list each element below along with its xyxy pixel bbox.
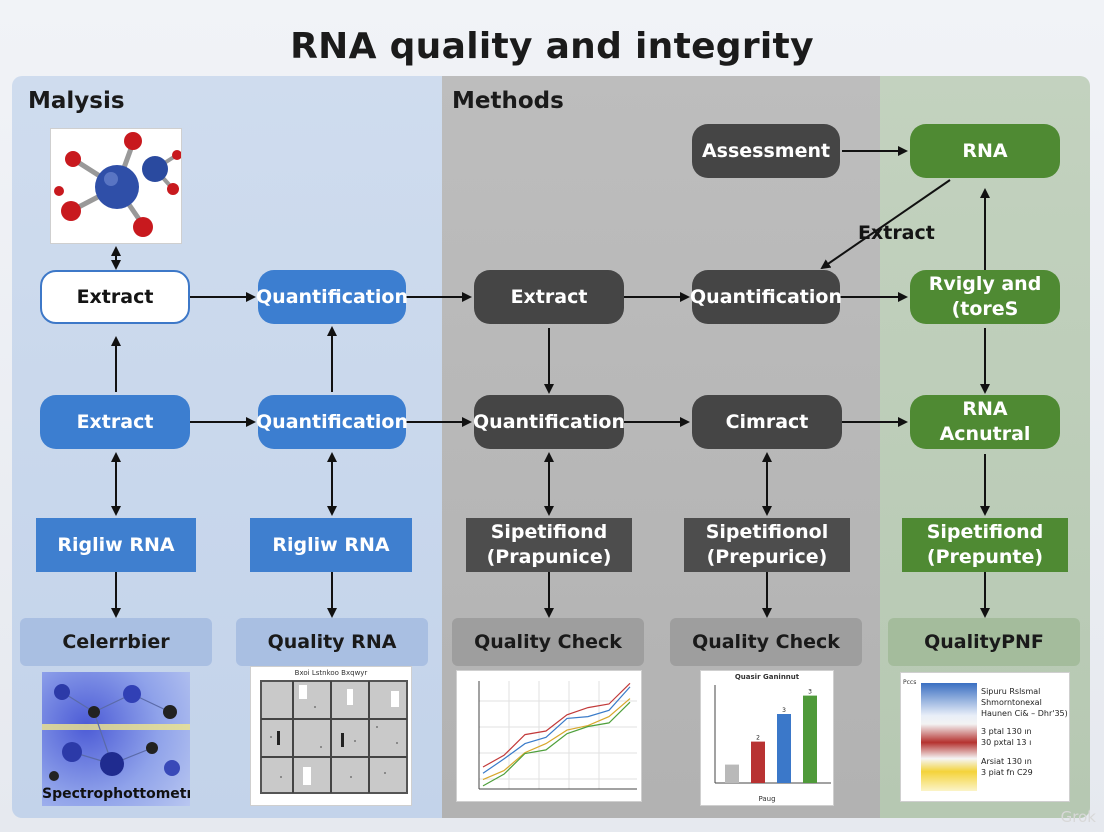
node-row1-1: Extract xyxy=(40,270,190,324)
line-series-container xyxy=(482,682,631,787)
node-row2-4: Cimract xyxy=(692,395,842,449)
node-rna-top: RNA xyxy=(910,124,1060,178)
bar-label-4: 3 xyxy=(808,689,812,696)
node-row2-2: Quantification xyxy=(256,395,408,449)
thumb-color-legend: Pccs Sipuru Rslsmal Shmorntonexal Haunen… xyxy=(900,672,1070,802)
legend-line-2: Shmorntonexal xyxy=(981,697,1042,707)
node-row3-4: Sipetifionol (Prepurice) xyxy=(684,518,850,572)
thumb-spectrophotometry: Spectrophottometry xyxy=(42,672,190,806)
category-2: Quality RNA xyxy=(236,618,428,666)
bar-chart-xlabel: Paug xyxy=(758,795,776,803)
bar-chart-title: Quasir Ganinnut xyxy=(734,673,800,681)
node-row3-2: Rigliw RNA xyxy=(250,518,412,572)
line-series-3 xyxy=(482,698,631,781)
spectro-label: Spectrophottometry xyxy=(42,786,190,802)
node-row3-5: Sipetifiond (Prepunte) xyxy=(902,518,1068,572)
thumb-gel-image: Bxoi Lstnkoo Bxqwyr xyxy=(250,666,412,806)
gel-title: Bxoi Lstnkoo Bxqwyr xyxy=(294,669,368,677)
line-series-4 xyxy=(482,701,631,787)
node-row2-3: Quantification xyxy=(473,395,625,449)
bar-label-3: 3 xyxy=(782,707,786,714)
bar-label-2: 2 xyxy=(756,735,760,742)
category-4: Quality Check xyxy=(670,618,862,666)
legend-line-7: 3 piat fn C29 xyxy=(981,767,1033,777)
panel-label-analysis: Malysis xyxy=(28,88,125,114)
legend-line-6: Arsiat 130 ın xyxy=(981,756,1032,766)
watermark: Grok xyxy=(1060,808,1096,826)
legend-y-label: Pccs xyxy=(903,679,917,686)
bar-1 xyxy=(725,764,739,783)
node-row1-5: Rvigly and (toreS xyxy=(910,270,1060,324)
thumb-line-chart xyxy=(456,670,642,802)
diagram-title: RNA quality and integrity xyxy=(290,26,814,67)
node-row2-1: Extract xyxy=(40,395,190,449)
node-row1-2: Quantification xyxy=(256,270,408,324)
legend-line-4: 3 ptal 130 ın xyxy=(981,727,1032,737)
line-series-2 xyxy=(482,686,631,774)
panel-label-methods: Methods xyxy=(452,88,564,114)
edge-label-extract: Extract xyxy=(858,222,935,244)
node-row2-5: RNA Acnutral xyxy=(910,395,1060,449)
node-assessment: Assessment xyxy=(692,124,840,178)
gradient-bar xyxy=(921,683,977,791)
legend-line-3: Haunen Ci& – Dhr'35) xyxy=(981,708,1068,718)
bar-4 xyxy=(803,695,817,783)
molecule-image xyxy=(50,128,182,244)
category-5: QualityPNF xyxy=(888,618,1080,666)
legend-line-1: Sipuru Rslsmal xyxy=(981,687,1041,696)
line-series-1 xyxy=(482,682,631,768)
node-row1-4: Quantification xyxy=(690,270,842,324)
category-1: Celerrbier xyxy=(20,618,212,666)
node-row3-3: Sipetifiond (Prapunice) xyxy=(466,518,632,572)
node-row1-3: Extract xyxy=(474,270,624,324)
node-row3-1: Rigliw RNA xyxy=(36,518,196,572)
legend-line-5: 30 pxtal 13 ı xyxy=(981,738,1032,748)
bar-3 xyxy=(777,714,791,783)
category-3: Quality Check xyxy=(452,618,644,666)
bar-2 xyxy=(751,741,765,783)
thumb-bar-chart: Quasir Ganinnut 2 3 3 Paug xyxy=(700,670,834,806)
